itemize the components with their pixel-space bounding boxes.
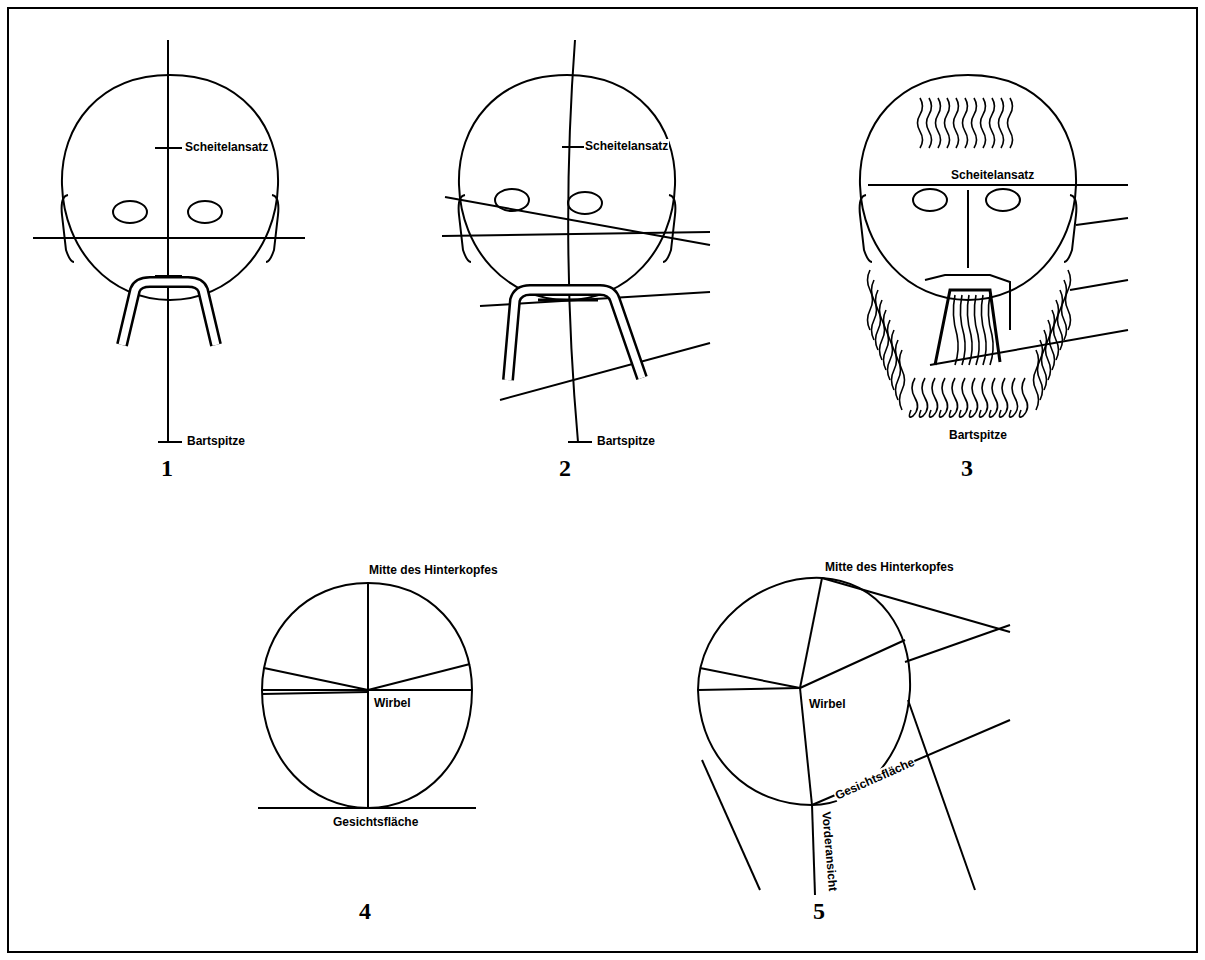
part-label: Mitte des Hinterkopfes — [368, 563, 499, 577]
part-label: Wirbel — [373, 696, 412, 710]
part-label: Gesichtsfläche — [332, 815, 419, 829]
figure-number: 2 — [558, 455, 572, 481]
figure-1 — [33, 40, 305, 442]
part-label: Bartspitze — [596, 434, 656, 448]
figure-number: 3 — [960, 455, 974, 481]
part-label: Bartspitze — [186, 434, 246, 448]
figure-2 — [442, 40, 710, 442]
part-label: Scheitelansatz — [950, 168, 1035, 182]
figure-number: 1 — [160, 455, 174, 481]
figure-5 — [698, 578, 1010, 895]
part-label: Vorderansicht — [819, 810, 840, 893]
part-label: Bartspitze — [948, 428, 1008, 442]
figure-number: 5 — [812, 898, 826, 924]
figure-number: 4 — [358, 898, 372, 924]
part-label: Scheitelansatz — [584, 139, 669, 153]
frame — [8, 8, 1197, 952]
part-label: Scheitelansatz — [184, 140, 269, 154]
figure-4 — [258, 583, 476, 808]
figure-3 — [860, 75, 1128, 417]
part-label: Wirbel — [808, 697, 847, 711]
part-label: Mitte des Hinterkopfes — [824, 560, 955, 574]
part-label: Gesichtsfläche — [832, 754, 918, 802]
